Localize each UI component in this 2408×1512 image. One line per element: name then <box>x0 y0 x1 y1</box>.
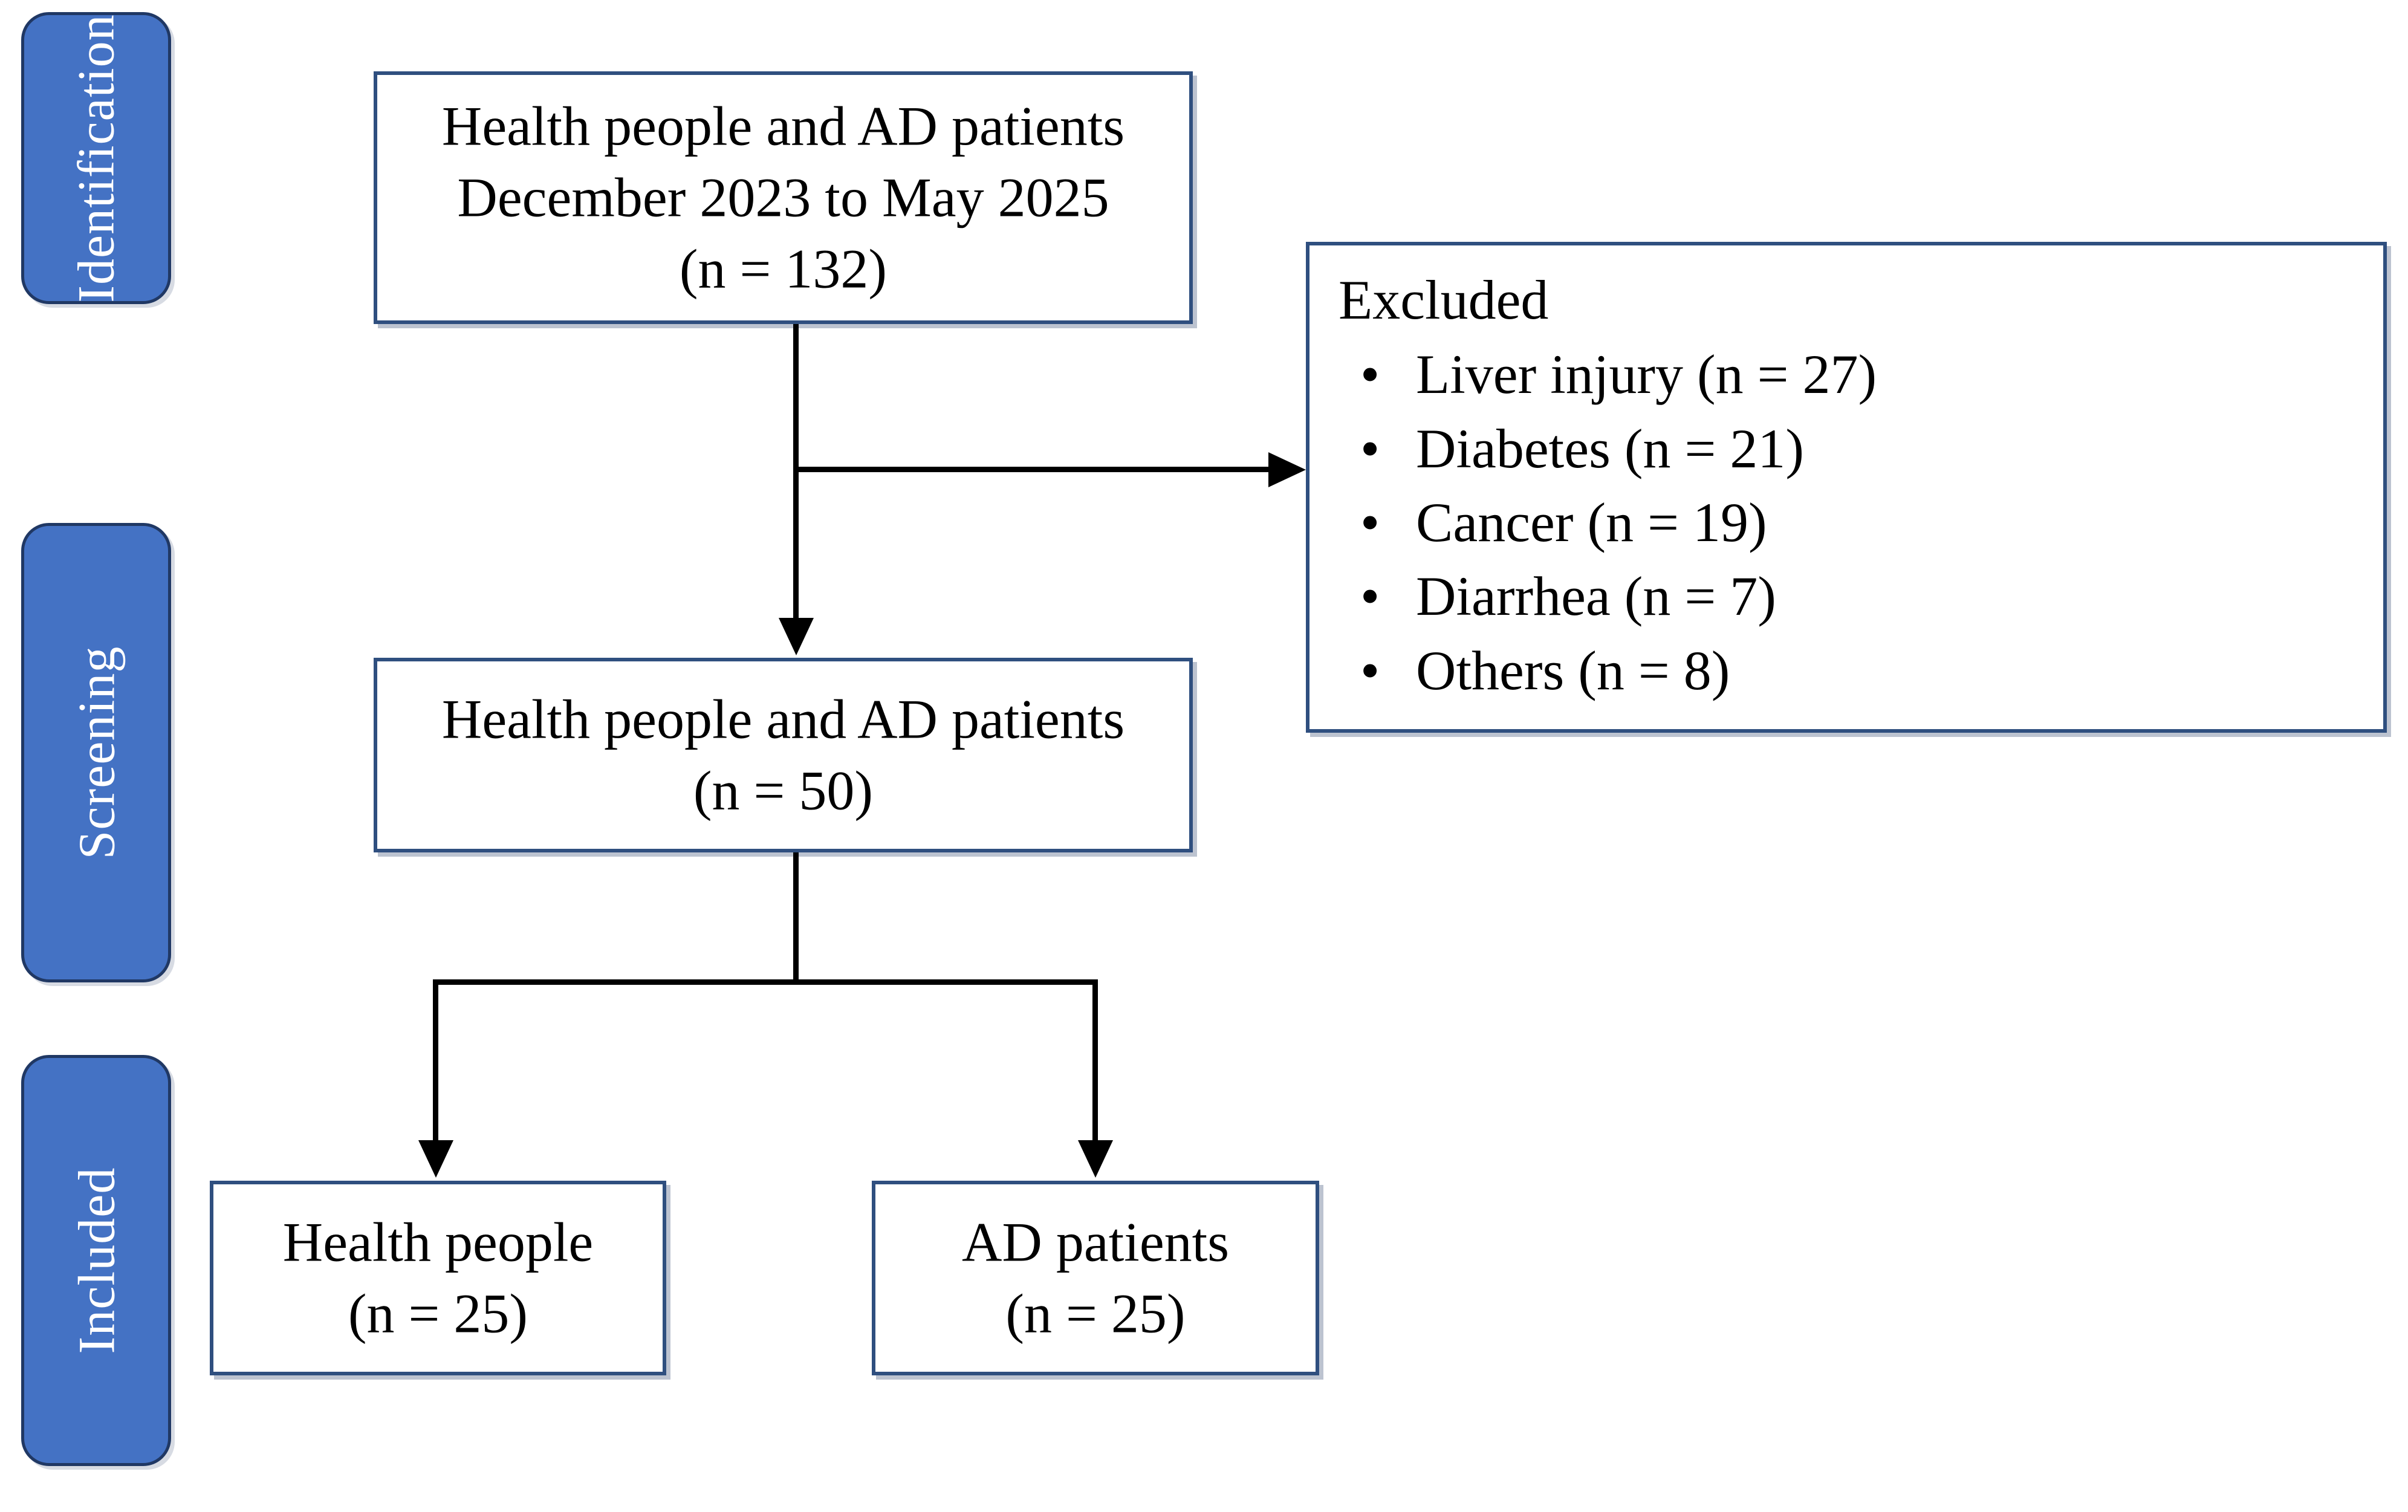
box-screened: Health people and AD patients (n = 50) <box>374 658 1193 852</box>
list-item-label: Cancer (n = 19) <box>1416 491 1767 553</box>
connector-screened-to-split <box>793 852 799 982</box>
connector-enrollment-to-excluded <box>793 467 1271 472</box>
box-screened-line-2: (n = 50) <box>693 759 874 821</box>
bullet-icon: • <box>1360 417 1380 479</box>
box-excluded-body: Excluded • Liver injury (n = 27) • Diabe… <box>1339 266 2371 707</box>
box-ad-group: AD patients (n = 25) <box>872 1181 1319 1375</box>
box-screened-text: Health people and AD patients (n = 50) <box>377 684 1189 826</box>
list-item: • Diarrhea (n = 7) <box>1339 559 2371 633</box>
list-item-label: Diabetes (n = 21) <box>1416 417 1805 479</box>
box-enrollment-line-1: Health people and AD patients <box>441 95 1125 157</box>
box-enrollment-line-2: December 2023 to May 2025 <box>457 166 1109 229</box>
arrowhead-split-to-ad-group <box>1078 1140 1113 1178</box>
stage-badge-included: Included <box>21 1055 171 1466</box>
stage-badge-identification: Identification <box>21 12 171 304</box>
box-healthy-group-text: Health people (n = 25) <box>213 1207 663 1349</box>
box-healthy-group: Health people (n = 25) <box>210 1181 666 1375</box>
arrowhead-split-to-healthy-group <box>418 1140 453 1178</box>
stage-badge-screening: Screening <box>21 523 171 982</box>
bullet-icon: • <box>1360 565 1380 628</box>
box-enrollment-line-3: (n = 132) <box>679 237 888 299</box>
box-enrollment: Health people and AD patients December 2… <box>374 71 1193 324</box>
box-excluded-title: Excluded <box>1339 269 1549 331</box>
connector-enrollment-to-screened <box>793 324 799 620</box>
box-ad-group-line-1: AD patients <box>961 1211 1230 1273</box>
excluded-reason-list: • Liver injury (n = 27) • Diabetes (n = … <box>1339 337 2371 707</box>
box-enrollment-text: Health people and AD patients December 2… <box>377 91 1189 304</box>
box-screened-line-1: Health people and AD patients <box>441 688 1125 750</box>
list-item-label: Others (n = 8) <box>1416 639 1730 701</box>
connector-split-to-ad-group <box>1092 979 1098 1143</box>
box-healthy-group-line-2: (n = 25) <box>348 1282 528 1344</box>
list-item: • Others (n = 8) <box>1339 634 2371 707</box>
list-item: • Diabetes (n = 21) <box>1339 412 2371 485</box>
list-item-label: Diarrhea (n = 7) <box>1416 565 1776 628</box>
list-item: • Cancer (n = 19) <box>1339 485 2371 559</box>
bullet-icon: • <box>1360 639 1380 701</box>
stage-label-included: Included <box>67 1167 125 1354</box>
arrowhead-enrollment-to-excluded <box>1268 452 1306 487</box>
arrowhead-enrollment-to-screened <box>779 618 814 655</box>
list-item-label: Liver injury (n = 27) <box>1416 343 1877 406</box>
box-ad-group-line-2: (n = 25) <box>1005 1282 1186 1344</box>
connector-split-to-healthy-group <box>433 979 438 1143</box>
bullet-icon: • <box>1360 491 1380 553</box>
connector-split-bar <box>433 979 1098 985</box>
stage-label-identification: Identification <box>67 13 126 303</box>
box-healthy-group-line-1: Health people <box>282 1211 594 1273</box>
stage-label-screening: Screening <box>67 646 125 860</box>
box-ad-group-text: AD patients (n = 25) <box>875 1207 1316 1349</box>
box-excluded: Excluded • Liver injury (n = 27) • Diabe… <box>1306 242 2387 733</box>
list-item: • Liver injury (n = 27) <box>1339 337 2371 411</box>
bullet-icon: • <box>1360 343 1380 406</box>
